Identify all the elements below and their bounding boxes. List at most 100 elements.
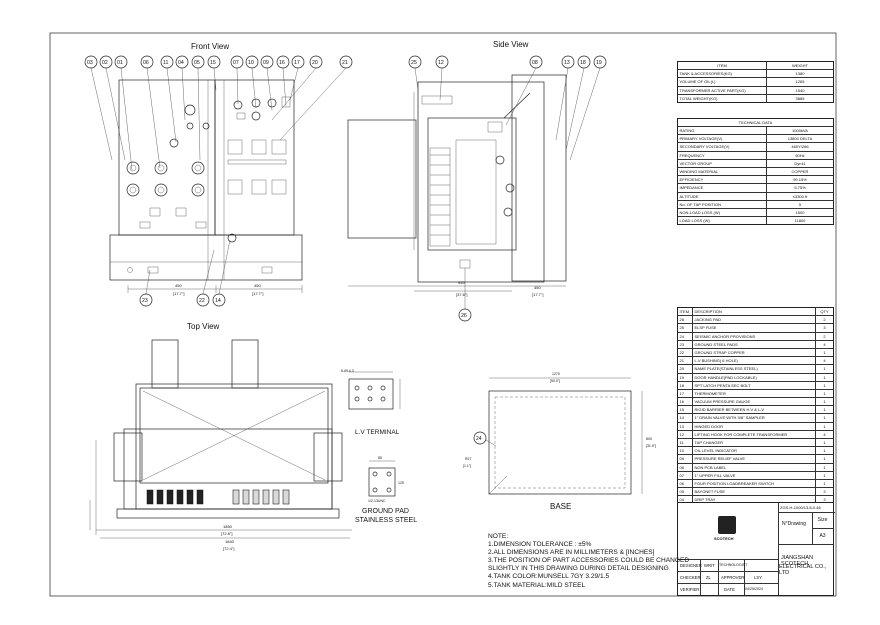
notes-block: NOTE: 1.DIMENSION TOLERANCE : ±5% 2.ALL … [488,533,689,590]
bom-cell: ELSP FUSE [693,324,816,332]
leader-line-21 [279,67,347,141]
balloon-label-15: 15 [210,60,216,66]
bom-cell: 1 [823,349,826,355]
lv-terminal-detail [348,371,401,410]
bom-cell: 15 [678,406,693,414]
base-radius: R27 [465,457,471,461]
front-dim-2-in: [17.7"] [252,291,263,296]
top-view-bushing [186,489,194,505]
lv-terminal-title: L.V TERMINAL [355,429,400,436]
bom-cell: 06 [678,479,693,488]
bom-cell: 1 [823,399,826,405]
bom-cell: 4 [823,358,826,364]
base-width-in: [50.0"] [550,379,560,383]
tech-cell: 1500 [795,209,805,215]
tech-row: SECONDARY VOLTAGE(V)460Y/266 [678,143,833,152]
bom-cell: 12 [678,430,693,438]
bom-cell: 4 [823,431,826,437]
n-drawing-label: N°Drawing [782,521,806,527]
top-view-bushing [156,489,164,505]
tech-cell: WINDING MATERIAL [678,167,767,176]
tech-cell: ALTITUDE [678,192,767,200]
lv-terminal-hole-label: 6-Ø14.3 [341,369,354,373]
bom-cell: 1 [823,382,826,388]
top-view-bushing [282,489,290,505]
bom-head-item: ITEM [678,308,693,316]
ground-pad-bolt: 1/2-13UNC [368,499,386,503]
bom-cell: PRESSURE RELIEF VALVE [693,455,816,463]
technologist-label: TECHNOLOGIST [719,563,748,567]
ground-pad-detail [368,460,396,497]
side-dim-1-in: [37.6"] [456,292,467,297]
bom-cell: 17 [678,389,693,398]
n-drawing-cell: N°Drawing [778,512,813,544]
leader-line-01 [120,67,133,171]
balloon-label-08: 08 [532,60,538,66]
top-bushing-group [146,489,290,505]
bom-cell: 1 [823,448,826,454]
bom-head-desc: DESCRIPTION [693,308,816,316]
logo-icon [718,516,736,534]
tech-cell: No. OF TAP POSITION [678,200,767,208]
bom-cell: GROUND STEEL PADS [693,340,816,348]
company-name-line2: ELECTRICAL CO., LTD [779,564,827,576]
leader-line-16 [282,67,287,107]
designer-label: DESIGNER [680,563,702,568]
tech-cell: 11800 [794,218,806,224]
leader-line-11 [166,67,177,143]
ground-pad-title: GROUND PAD [362,508,409,515]
balloon-label-18: 18 [580,60,586,66]
bom-cell: 13 [678,422,693,430]
top-view-bushing [252,489,260,505]
weight-row: VOLUME OF OIL(L)1265 [678,78,833,87]
tech-cell: EFFICIENCY [678,176,767,184]
bom-cell: 3 [823,325,826,331]
side-dim-2-in: [17.7"] [532,292,543,297]
leader-line-25 [414,67,419,91]
tech-row: NON-LOAD LOSS (W)1500 [678,208,833,218]
verifier-label: VERIFIER [680,587,700,592]
tech-cell: SECONDARY VOLTAGE(V) [678,143,767,151]
balloon-label-12: 12 [438,60,444,66]
leader-line-04 [181,67,186,121]
bom-cell: 1 [823,407,826,413]
tech-row: ALTITUDE≤3300 ft [678,192,833,201]
bom-cell: OIL LEVEL INDICATOR [693,447,816,455]
leader-line-23 [145,269,151,295]
bom-head-qty: QTY [820,309,829,314]
bom-cell: 1 [823,423,826,429]
base-balloon [473,431,497,447]
leader-line-15 [213,67,217,91]
bom-cell: 3 [823,489,826,495]
bom-cell: SPT LATCH PENTA SEC BOLT [693,381,816,389]
bom-cell: 1 [823,440,826,445]
bom-cell: 23 [678,340,693,348]
front-view-title: Front View [191,42,229,51]
tech-cell: IMPEDANCE [678,184,767,192]
tech-cell: COPPER [791,168,809,174]
bom-cell: 14 [678,414,693,422]
leader-line-18 [565,67,585,151]
leader-line-09 [266,67,273,111]
bom-cell: 07 [678,471,693,479]
side-dim-1: 955 [458,280,465,285]
top-view [89,339,352,539]
top-view-bushing [262,489,270,505]
balloon-label-03: 03 [87,60,93,66]
weight-cell: TOTAL WEIGHT(KG) [678,94,767,102]
approver-label: APPROVER [721,575,745,580]
bom-cell: 1" DRAIN VALVE WITH 3/8" SAMPLER [693,414,816,422]
weight-cell: 1265 [795,79,805,85]
tech-row: WINDING MATERIAL COPPER [678,167,833,177]
bom-cell: BAYONET FUSE [693,488,816,496]
